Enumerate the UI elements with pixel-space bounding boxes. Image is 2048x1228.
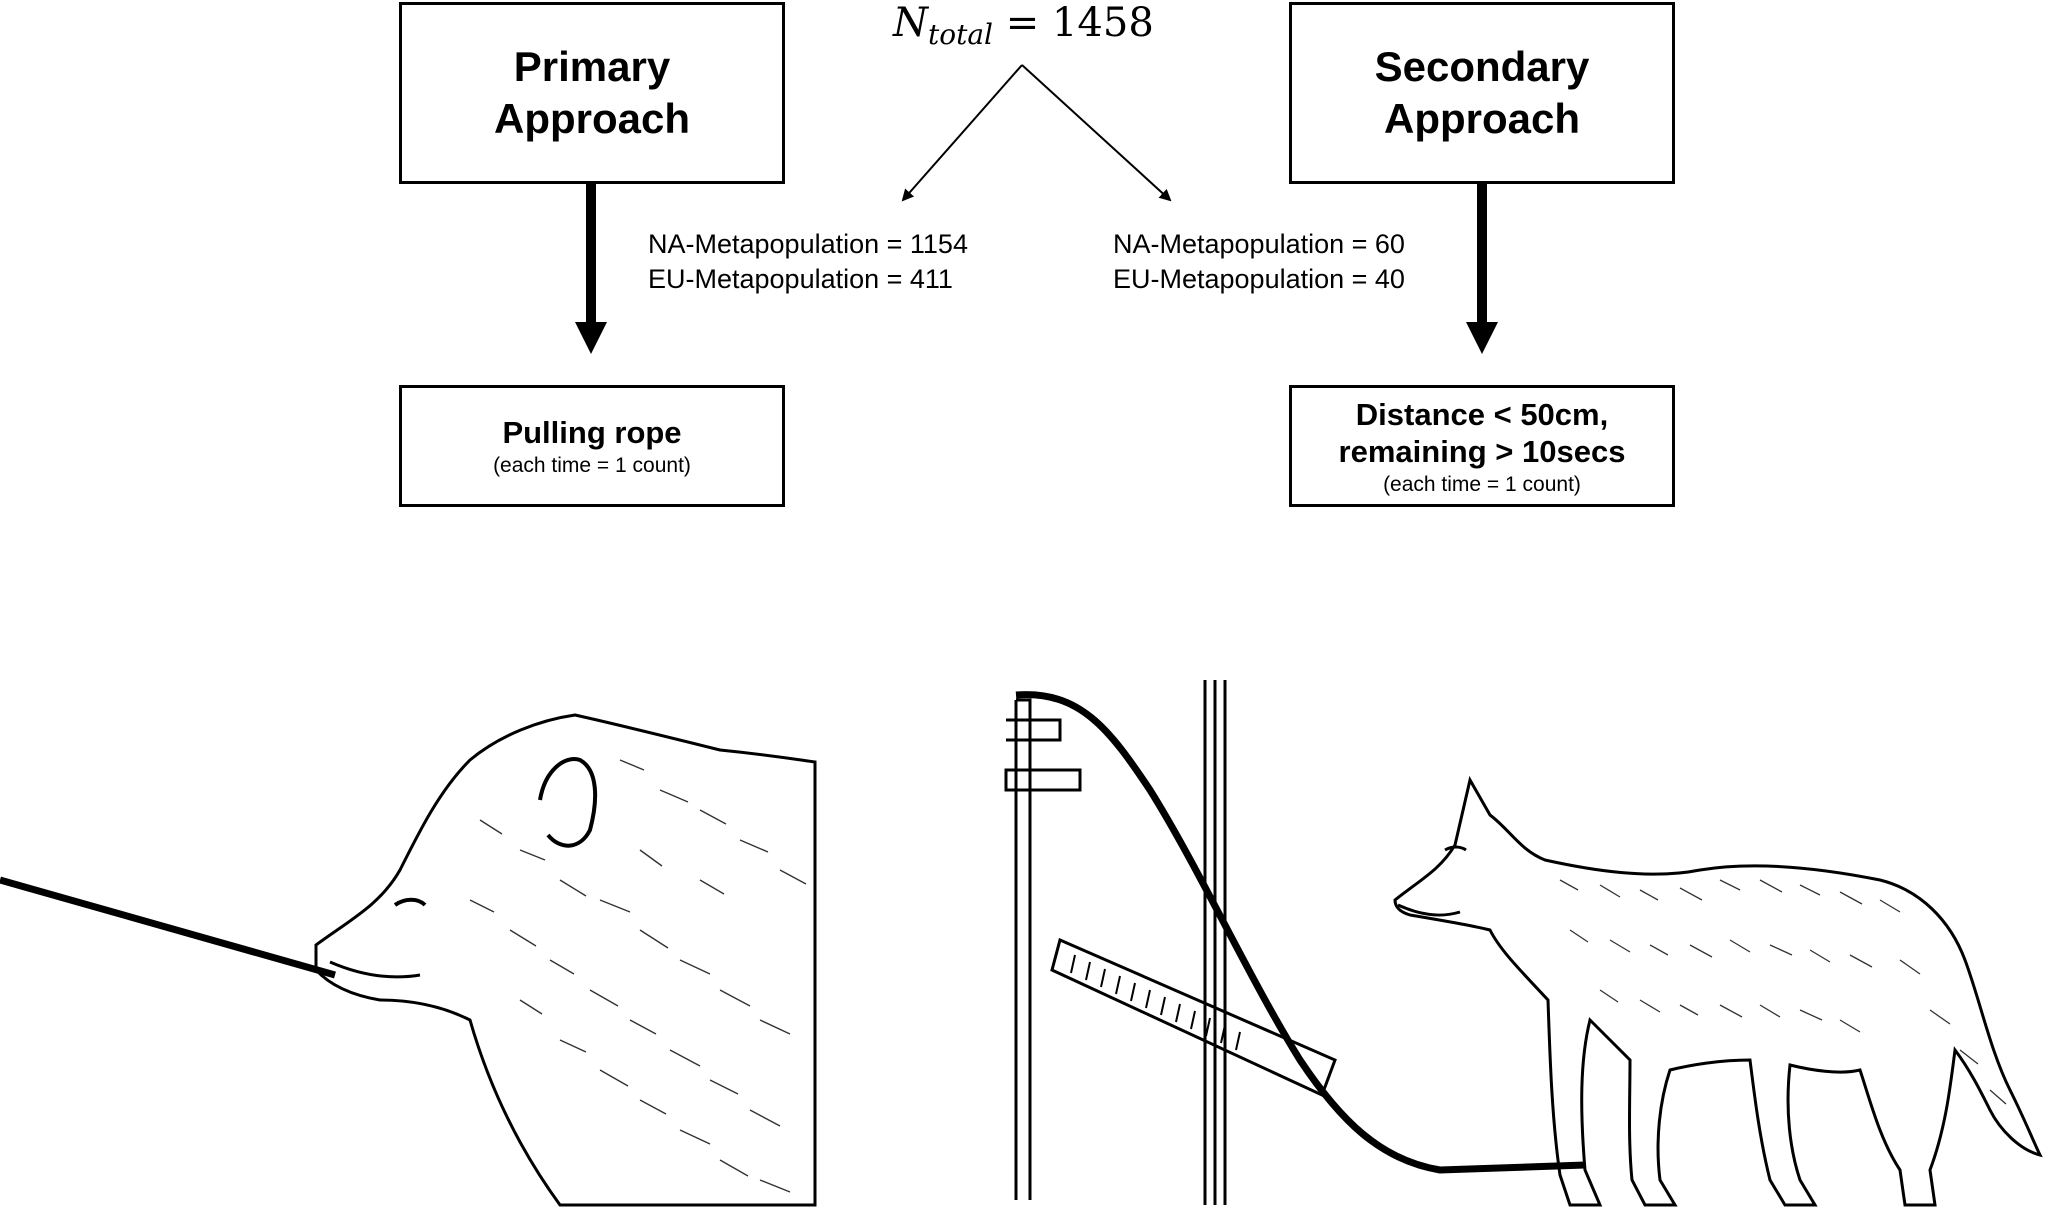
wolf-eye-right bbox=[1444, 845, 1467, 852]
total-symbol: N bbox=[893, 0, 928, 46]
apparatus-and-wolf-illustration bbox=[1004, 680, 2043, 1207]
wolf-mouth bbox=[329, 960, 421, 979]
primary-eu-count: EU-Metapopulation = 411 bbox=[648, 264, 953, 294]
secondary-criterion-title-line2: remaining > 10secs bbox=[1338, 433, 1626, 469]
secondary-eu-count: EU-Metapopulation = 40 bbox=[1113, 264, 1405, 294]
primary-criterion-box: Pulling rope (each time = 1 count) bbox=[399, 385, 785, 507]
wolf-head-outline bbox=[314, 713, 817, 1207]
total-subscript: total bbox=[928, 18, 994, 51]
arrow-to-secondary-counts bbox=[1021, 64, 1172, 202]
arrow-to-primary-counts bbox=[901, 64, 1023, 202]
wolf-mouth-right bbox=[1397, 903, 1461, 917]
secondary-criterion-box: Distance < 50cm, remaining > 10secs (eac… bbox=[1289, 385, 1675, 507]
primary-na-count: NA-Metapopulation = 1154 bbox=[648, 229, 968, 259]
wolf-fur-texture bbox=[1559, 879, 2007, 1105]
wolf-body-outline bbox=[1393, 775, 2043, 1207]
secondary-approach-box: Secondary Approach bbox=[1289, 2, 1675, 184]
board-ticks bbox=[1070, 954, 1241, 1051]
primary-approach-box: Primary Approach bbox=[399, 2, 785, 184]
primary-approach-title-line2: Approach bbox=[493, 95, 690, 142]
secondary-criterion-note: (each time = 1 count) bbox=[1383, 472, 1581, 496]
total-value: = 1458 bbox=[1005, 0, 1154, 46]
secondary-na-count: NA-Metapopulation = 60 bbox=[1113, 229, 1405, 259]
apparatus-pole bbox=[1203, 680, 1227, 1205]
secondary-criterion-title-line1: Distance < 50cm, bbox=[1355, 396, 1609, 432]
primary-criterion-note: (each time = 1 count) bbox=[493, 454, 691, 477]
wolf-ear bbox=[538, 757, 598, 848]
primary-counts: NA-Metapopulation = 1154 EU-Metapopulati… bbox=[648, 227, 968, 297]
secondary-down-arrow bbox=[1466, 182, 1498, 354]
total-sample-size: Ntotal = 1458 bbox=[893, 0, 1154, 51]
fur-texture bbox=[469, 759, 807, 1193]
standing-wolf bbox=[1393, 775, 2043, 1207]
wolf-eye bbox=[393, 897, 427, 907]
secondary-counts: NA-Metapopulation = 60 EU-Metapopulation… bbox=[1113, 227, 1405, 297]
wolf-pulling-rope-illustration bbox=[0, 713, 817, 1207]
secondary-approach-title-line2: Approach bbox=[1383, 95, 1580, 142]
apparatus-post bbox=[1004, 698, 1082, 1200]
split-arrows bbox=[901, 64, 1172, 202]
secondary-approach-title-line1: Secondary bbox=[1374, 43, 1590, 90]
primary-approach-title-line1: Primary bbox=[513, 43, 671, 90]
rope bbox=[0, 876, 336, 979]
primary-criterion-title: Pulling rope bbox=[502, 415, 682, 450]
primary-down-arrow bbox=[575, 182, 607, 354]
rope-secondary bbox=[1015, 691, 1586, 1174]
